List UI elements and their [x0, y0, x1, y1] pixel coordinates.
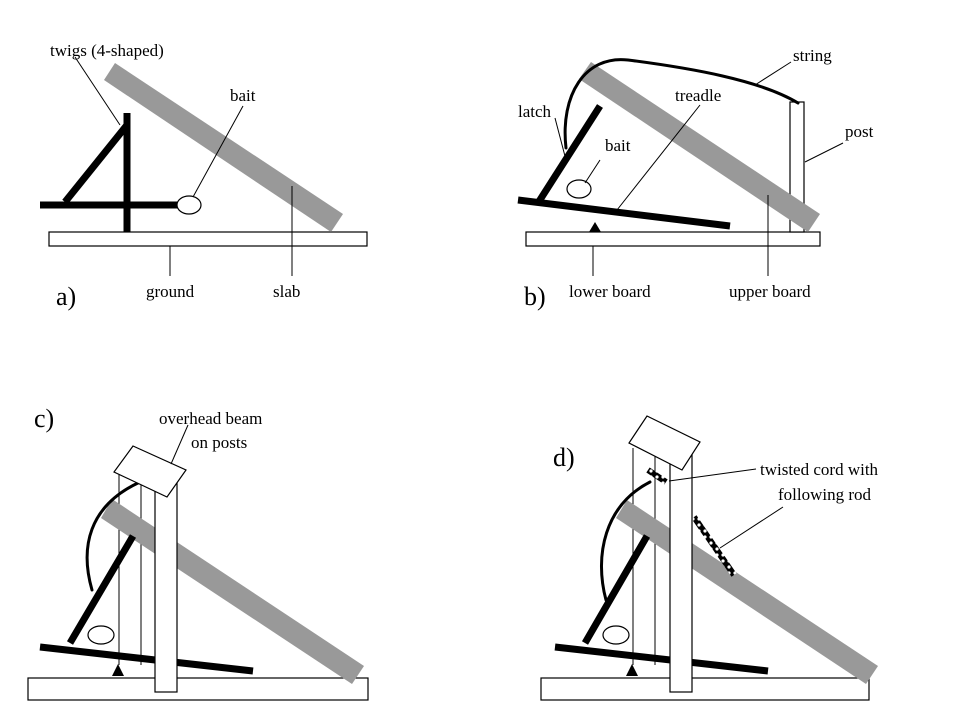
treadle [517, 196, 731, 230]
label-cord-line1: twisted cord with [760, 460, 879, 479]
pivot-icon [112, 664, 124, 676]
leader-rod [719, 506, 784, 549]
treadle [39, 643, 254, 675]
panel-d: twisted cord with following rod d) [540, 415, 879, 701]
label-cord-line2: following rod [778, 485, 872, 504]
panel-label-b: b) [524, 282, 546, 311]
label-bait: bait [605, 136, 631, 155]
cord [85, 480, 142, 592]
overhead-beam [628, 415, 701, 471]
treadle [554, 643, 769, 675]
leader-bait [192, 105, 244, 198]
label-slab: slab [273, 282, 300, 301]
label-post: post [845, 122, 874, 141]
string [563, 58, 800, 150]
lower-board [540, 677, 870, 701]
label-beam-line1: overhead beam [159, 409, 262, 428]
leader-string [754, 61, 792, 86]
panel-label-c: c) [34, 404, 54, 433]
latch [581, 534, 651, 645]
label-string: string [793, 46, 832, 65]
main-post [669, 451, 693, 693]
leader-treadle [616, 104, 701, 211]
label-bait: bait [230, 86, 256, 105]
panel-label-a: a) [56, 282, 76, 311]
latch [66, 534, 137, 645]
label-ground: ground [146, 282, 195, 301]
panel-a: twigs (4-shaped) bait ground slab a) [40, 41, 368, 311]
cord [600, 480, 652, 602]
label-beam-line2: on posts [191, 433, 247, 452]
bait-icon [602, 625, 630, 645]
bait-icon [176, 195, 202, 215]
lower-board [27, 677, 369, 701]
label-upper-board: upper board [729, 282, 811, 301]
twisted-cord-upper [646, 467, 668, 485]
following-rod [691, 515, 737, 577]
leader-beam [170, 424, 189, 465]
label-lower-board: lower board [569, 282, 651, 301]
leader-cord [668, 468, 757, 482]
upper-board [579, 62, 820, 232]
leader-bait [584, 159, 601, 184]
label-twigs: twigs (4-shaped) [50, 41, 164, 60]
leader-twigs [74, 56, 121, 126]
latch [535, 104, 603, 205]
panel-b: string latch treadle post bait lower boa… [517, 46, 874, 311]
panel-c: overhead beam on posts c) [27, 404, 369, 701]
leader-post [804, 142, 844, 163]
pivot-icon [589, 222, 601, 232]
bait-icon [87, 625, 115, 645]
main-post [154, 469, 178, 693]
overhead-beam [113, 445, 187, 498]
label-treadle: treadle [675, 86, 721, 105]
slab [104, 63, 343, 232]
lower-board [525, 231, 821, 247]
leader-latch [554, 117, 567, 161]
label-latch: latch [518, 102, 552, 121]
pivot-icon [626, 664, 638, 676]
bait-icon [566, 179, 592, 199]
diagonal-twig [62, 122, 130, 205]
ground-board [48, 231, 368, 247]
panel-label-d: d) [553, 443, 575, 472]
